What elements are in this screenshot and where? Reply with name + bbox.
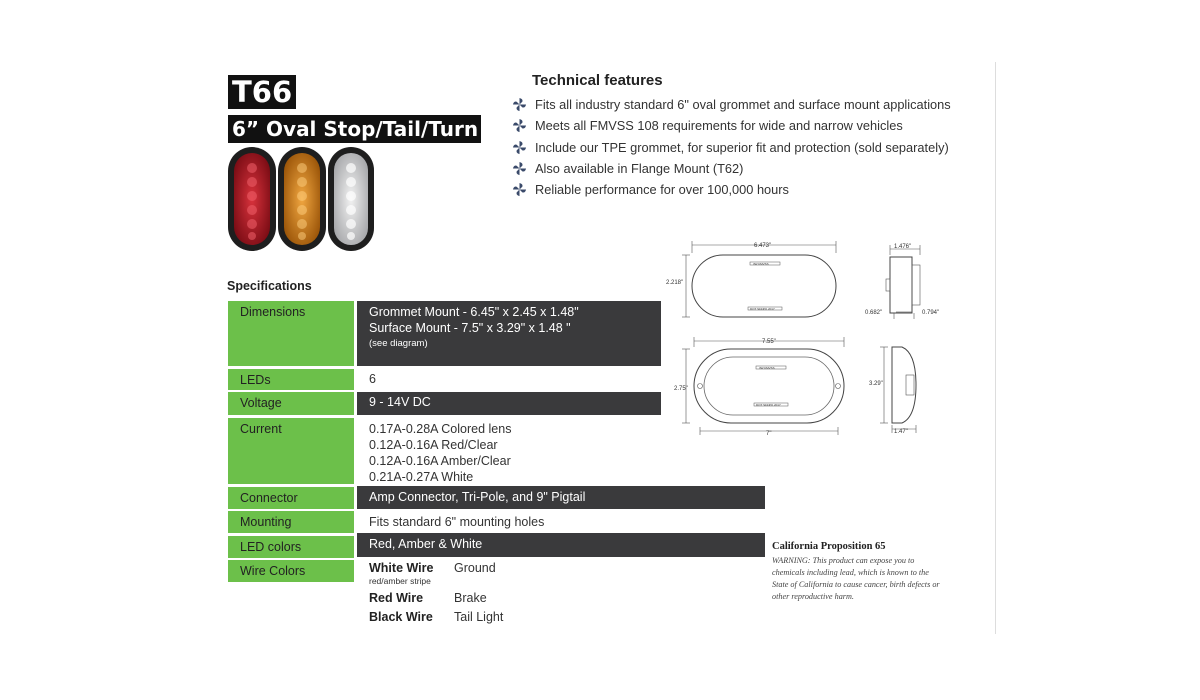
feature-text: Reliable performance for over 100,000 ho… <box>535 182 789 198</box>
spec-value-led-colors: Red, Amber & White <box>357 533 765 557</box>
surface-inner-width-label: 7" <box>766 431 771 437</box>
surface-lens-bottom-label: DOT SFFPO 2017 <box>756 403 781 407</box>
wire-black-name: Black Wire <box>369 610 433 624</box>
wire-white-name: White Wire <box>369 561 434 575</box>
feature-item: Reliable performance for over 100,000 ho… <box>512 179 951 200</box>
current-line: 0.17A-0.28A Colored lens <box>369 422 512 436</box>
current-line: 0.12A-0.16A Red/Clear <box>369 438 498 452</box>
prop65-warning: WARNING: This product can expose you to … <box>772 556 940 601</box>
spec-value-mounting: Fits standard 6" mounting holes <box>369 515 545 529</box>
spec-label-wire-colors: Wire Colors <box>228 560 354 582</box>
feature-item: Meets all FMVSS 108 requirements for wid… <box>512 115 951 136</box>
wire-white-function: Ground <box>454 561 496 575</box>
pinwheel-bullet-icon <box>512 119 527 133</box>
spec-label-mounting: Mounting <box>228 511 354 533</box>
spec-label-dimensions: Dimensions <box>228 301 354 366</box>
technical-features-title: Technical features <box>532 72 663 89</box>
prop65-notice: California Proposition 65 WARNING: This … <box>772 541 947 603</box>
dimensions-surface: Surface Mount - 7.5" x 3.29" x 1.48 " <box>369 320 571 335</box>
grommet-depth-label: 1.476" <box>894 244 911 250</box>
product-title: 6” Oval Stop/Tail/Turn <box>228 115 481 143</box>
product-lights-image <box>228 147 374 251</box>
clear-light <box>328 147 374 251</box>
spec-label-current: Current <box>228 418 354 484</box>
feature-text: Fits all industry standard 6" oval gromm… <box>535 97 951 113</box>
pinwheel-bullet-icon <box>512 140 527 154</box>
feature-item: Also available in Flange Mount (T62) <box>512 158 951 179</box>
spec-value-current: 0.17A-0.28A Colored lens 0.12A-0.16A Red… <box>357 418 661 484</box>
grommet-right-label: 0.794" <box>922 310 939 316</box>
amber-light <box>278 147 326 251</box>
pinwheel-bullet-icon <box>512 98 527 112</box>
grommet-left-label: 0.682" <box>865 310 882 316</box>
spec-label-leds: LEDs <box>228 369 354 390</box>
prop65-title: California Proposition 65 <box>772 541 886 552</box>
pinwheel-bullet-icon <box>512 183 527 197</box>
current-line: 0.12A-0.16A Amber/Clear <box>369 454 511 468</box>
spec-value-leds: 6 <box>369 372 376 386</box>
specifications-title: Specifications <box>227 279 312 293</box>
wire-red-function: Brake <box>454 591 487 605</box>
surface-height-label: 2.75" <box>674 386 688 392</box>
spec-label-led-colors: LED colors <box>228 536 354 558</box>
grommet-height-label: 2.218" <box>666 280 683 286</box>
spec-value-voltage: 9 - 14V DC <box>357 392 661 415</box>
grommet-lens-top-label: 3W FMVSS <box>753 262 769 266</box>
red-light <box>228 147 276 251</box>
dimensions-note: (see diagram) <box>369 338 428 349</box>
wire-white-note: red/amber stripe <box>369 576 431 586</box>
wire-black-function: Tail Light <box>454 610 504 624</box>
feature-text: Meets all FMVSS 108 requirements for wid… <box>535 118 903 134</box>
feature-text: Also available in Flange Mount (T62) <box>535 161 744 177</box>
spec-value-dimensions: Grommet Mount - 6.45" x 2.45 x 1.48" Sur… <box>357 301 661 366</box>
spec-value-connector: Amp Connector, Tri-Pole, and 9" Pigtail <box>357 486 765 509</box>
grommet-width-label: 6.473" <box>754 243 771 249</box>
model-number: T66 <box>228 75 297 109</box>
surface-outer-width-label: 7.55" <box>762 339 776 345</box>
technical-features-list: Fits all industry standard 6" oval gromm… <box>512 94 951 200</box>
surface-lens-top-label: 3W FMVSS <box>759 366 775 370</box>
feature-item: Include our TPE grommet, for superior fi… <box>512 137 951 158</box>
spec-label-voltage: Voltage <box>228 392 354 415</box>
page-divider <box>995 62 996 634</box>
pinwheel-bullet-icon <box>512 161 527 176</box>
grommet-lens-bottom-label: DOT SFFPO 2017 <box>750 307 775 311</box>
dimensions-grommet: Grommet Mount - 6.45" x 2.45 x 1.48" <box>369 305 579 319</box>
dimension-diagram: 6.473" 2.218" 3W FMVSS DOT SFFPO 2017 1.… <box>666 241 939 437</box>
current-line: 0.21A-0.27A White <box>369 470 474 484</box>
feature-item: Fits all industry standard 6" oval gromm… <box>512 94 951 115</box>
feature-text: Include our TPE grommet, for superior fi… <box>535 139 949 155</box>
spec-label-connector: Connector <box>228 487 354 509</box>
wire-red-name: Red Wire <box>369 591 424 605</box>
surface-side-depth-label: 1.47" <box>894 429 908 435</box>
surface-side-height-label: 3.29" <box>869 381 883 387</box>
